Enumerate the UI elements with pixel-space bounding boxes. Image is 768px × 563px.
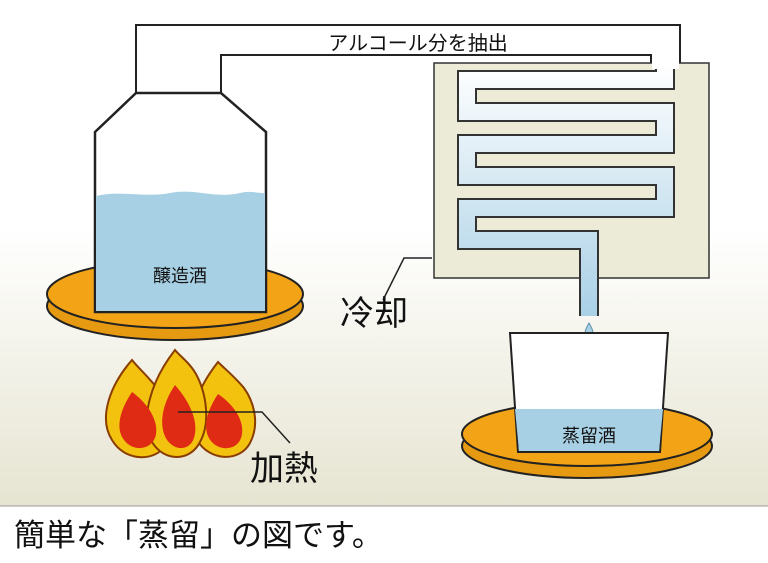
wash-label: 醸造酒 (153, 266, 207, 287)
pipe-label: アルコール分を抽出 (328, 31, 507, 55)
distilled-label: 蒸留酒 (562, 426, 616, 447)
heating-label: 加熱 (250, 449, 318, 489)
wash-liquid (96, 191, 265, 311)
cooling-leader-line (382, 257, 432, 301)
condenser-coil (459, 64, 673, 316)
caption-panel (0, 506, 768, 559)
heating-leader-line (178, 411, 291, 444)
flames (104, 348, 257, 459)
distilled-liquid (515, 409, 663, 451)
caption: 簡単な「蒸留」の図です。 (14, 518, 383, 554)
cooling-label: 冷却 (340, 294, 408, 334)
